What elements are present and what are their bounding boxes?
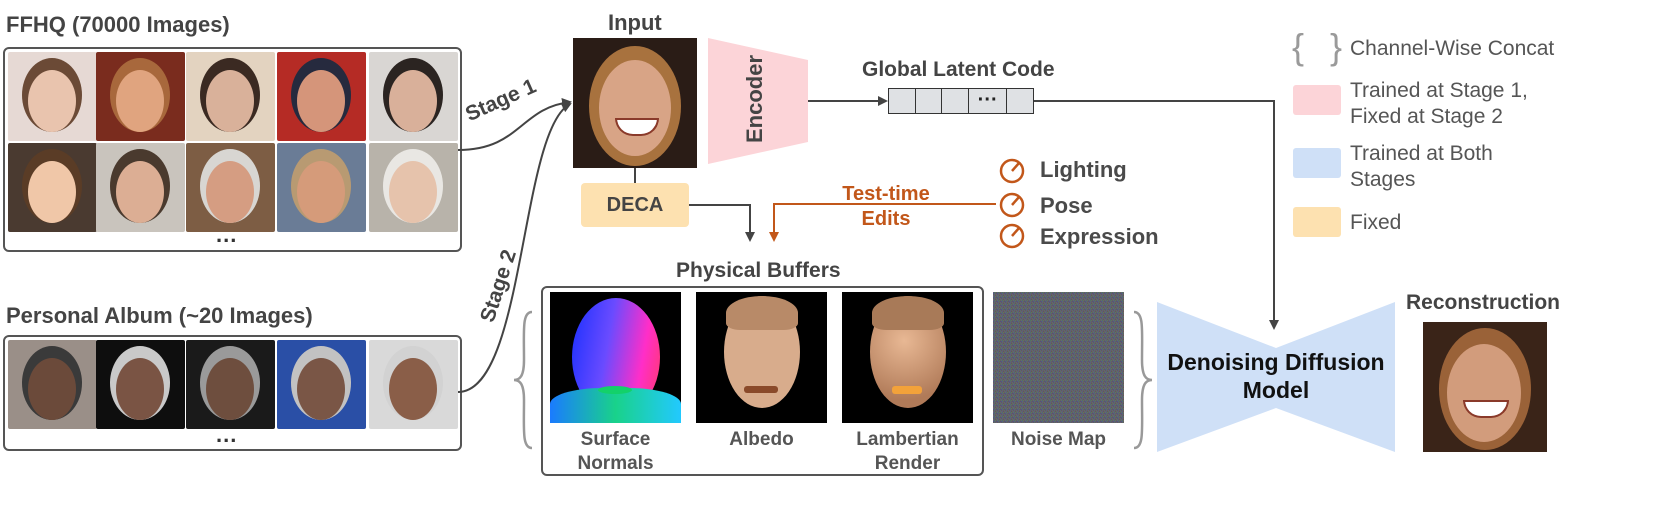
edits-label: Test-time Edits [816, 182, 956, 232]
album-thumbnail [96, 340, 185, 429]
latent-dots: ··· [968, 88, 1008, 114]
diffusion-model-line2: Model [1242, 377, 1310, 403]
album-thumbnail [186, 340, 275, 429]
ffhq-thumbnail [277, 143, 366, 232]
caption-surface-normals-line2: Normals [577, 453, 654, 474]
latent-to-model-arrow [1034, 100, 1279, 330]
surface-normals-image [550, 292, 681, 423]
stage2-arrow [457, 103, 572, 393]
stage1-arrow [457, 97, 572, 151]
noise-map-image [993, 292, 1124, 423]
ffhq-title: FFHQ (70000 Images) [6, 12, 230, 37]
ffhq-ellipsis: ... [216, 222, 238, 247]
deca-to-buffers-arrow [689, 204, 755, 242]
album-title: Personal Album (~20 Images) [6, 303, 313, 328]
caption-surface-normals: Surface Normals [550, 428, 681, 476]
reconstruction-title: Reconstruction [1406, 291, 1561, 314]
ffhq-thumbnail [96, 143, 185, 232]
input-image [573, 38, 697, 168]
legend-swatch-orange [1293, 207, 1341, 237]
caption-lambertian: Lambertian Render [842, 428, 973, 476]
caption-lambertian-line2: Render [874, 453, 941, 474]
legend-concat-icon: { } [1292, 26, 1351, 67]
legend-both-text: Trained at Both Stages [1350, 141, 1493, 193]
buffers-title: Physical Buffers [676, 259, 841, 282]
latent-vector: ··· [888, 88, 1035, 114]
pose-dial-icon [999, 192, 1025, 218]
right-brace-icon [1133, 310, 1153, 450]
legend-swatch-blue [1293, 148, 1341, 178]
caption-surface-normals-line1: Surface [580, 429, 651, 450]
album-thumbnail [277, 340, 366, 429]
legend-concat-text: Channel-Wise Concat [1350, 37, 1555, 60]
lighting-dial-icon [999, 158, 1025, 184]
ffhq-thumbnail [8, 143, 97, 232]
edits-arrow [769, 203, 996, 242]
ffhq-thumbnail [277, 52, 366, 141]
ffhq-thumbnail [8, 52, 97, 141]
ffhq-thumbnail [186, 52, 275, 141]
expression-dial-icon [999, 223, 1025, 249]
reconstruction-image [1423, 322, 1547, 452]
edits-label-line1: Test-time [842, 183, 930, 205]
legend-stage1-line1: Trained at Stage 1, [1350, 79, 1528, 102]
deca-block: DECA [581, 183, 689, 227]
edit-pose: Pose [1040, 193, 1093, 218]
legend-stage1-text: Trained at Stage 1, Fixed at Stage 2 [1350, 78, 1528, 130]
caption-albedo-line1: Albedo [729, 429, 794, 450]
ffhq-thumbnail [369, 143, 458, 232]
input-title: Input [608, 10, 662, 35]
edit-lighting: Lighting [1040, 157, 1127, 182]
legend-both-line1: Trained at Both [1350, 142, 1493, 165]
edits-label-line2: Edits [861, 208, 911, 230]
caption-noise-map: Noise Map [1010, 429, 1107, 450]
ffhq-thumbnail [186, 143, 275, 232]
ffhq-thumbnail [369, 52, 458, 141]
legend-fixed-text: Fixed [1350, 211, 1402, 234]
edit-expression: Expression [1040, 224, 1159, 249]
diffusion-model-block [1157, 302, 1395, 452]
lambertian-render-image [842, 292, 973, 423]
left-brace-icon [513, 310, 533, 450]
legend-both-line2: Stages [1350, 168, 1416, 191]
album-ellipsis: ... [216, 422, 238, 447]
ffhq-thumbnail [96, 52, 185, 141]
album-thumbnail [369, 340, 458, 429]
album-thumbnail [8, 340, 97, 429]
diffusion-model-line1: Denoising Diffusion [1167, 349, 1385, 375]
diffusion-model-label: Denoising Diffusion Model [1157, 348, 1395, 404]
albedo-image [696, 292, 827, 423]
latent-title: Global Latent Code [862, 58, 1055, 81]
encoder-block [708, 38, 808, 164]
legend-swatch-pink [1293, 85, 1341, 115]
caption-lambertian-line1: Lambertian [856, 429, 959, 450]
caption-albedo: Albedo [696, 428, 827, 452]
legend-stage1-line2: Fixed at Stage 2 [1350, 105, 1503, 128]
